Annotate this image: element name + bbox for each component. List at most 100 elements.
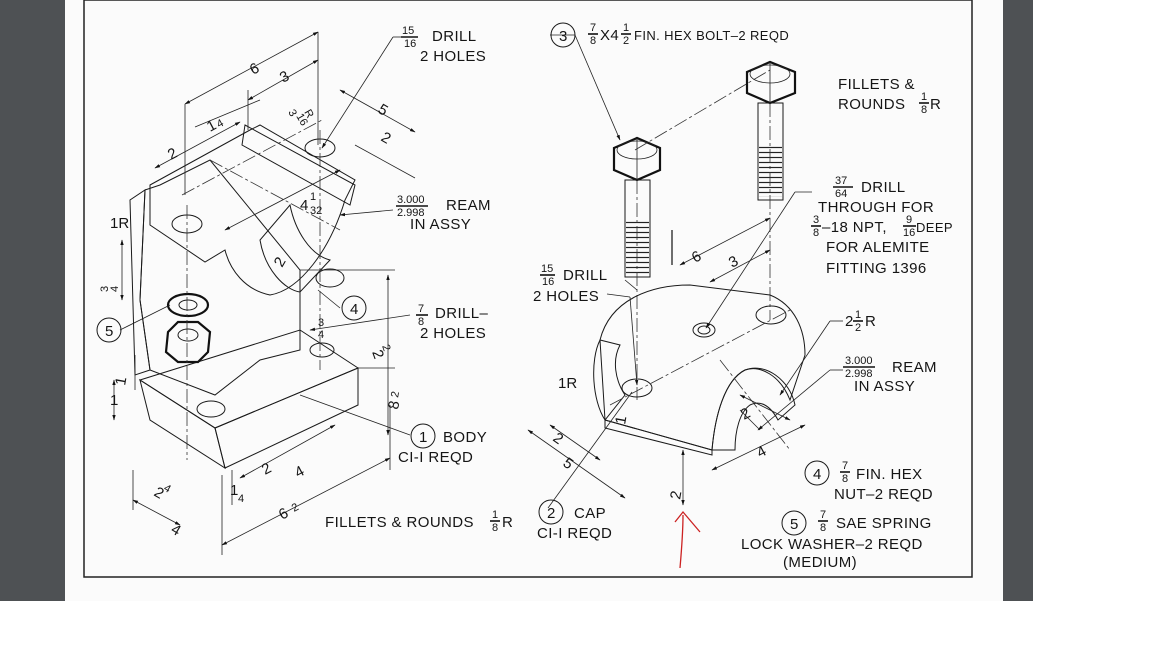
body-dim-8-half: 2 bbox=[389, 390, 402, 398]
alemite-l3b-num: 9 bbox=[906, 214, 912, 226]
body-drill-text: DRILL bbox=[432, 28, 477, 45]
cap-ream-lower: 2.998 bbox=[845, 368, 873, 380]
body-dim-34-den: 4 bbox=[318, 329, 324, 341]
body-drill2-num: 7 bbox=[418, 303, 424, 315]
cap-drill-den: 16 bbox=[542, 276, 554, 288]
cap-name: CAP bbox=[574, 505, 606, 522]
body-name: BODY bbox=[443, 429, 487, 446]
washer-text: SAE SPRING bbox=[836, 515, 932, 532]
body-dim-32-num: 1 bbox=[310, 191, 316, 203]
body-dim-62-half: 2 bbox=[290, 501, 301, 514]
balloon-body-nut bbox=[341, 295, 367, 321]
nut-den: 8 bbox=[842, 473, 848, 485]
balloon-nut bbox=[804, 460, 830, 486]
body-dim-w1: 1 bbox=[230, 482, 238, 499]
body-dim-quarter-den: 4 bbox=[215, 117, 226, 130]
body-drill2-den: 8 bbox=[418, 316, 424, 328]
cap-radius-whole: 2 bbox=[845, 313, 853, 330]
body-dim-2r: 2 bbox=[271, 254, 290, 270]
bolt-text: FIN. HEX BOLT–2 REQD bbox=[634, 28, 789, 43]
cap-drill-holes: 2 HOLES bbox=[533, 288, 599, 305]
body-dim-2: 2 bbox=[165, 145, 180, 164]
cap-dim-2: 2 bbox=[550, 429, 567, 448]
washer-num: 7 bbox=[820, 509, 826, 521]
body-dim-side-1: 1 bbox=[112, 376, 130, 387]
body-dim-4-low: 4 bbox=[292, 463, 307, 482]
fillets-top-suffix: R bbox=[930, 96, 941, 113]
body-dim-three-quarter-den: 4 bbox=[109, 286, 121, 292]
washer-line2: LOCK WASHER–2 REQD bbox=[741, 536, 923, 553]
bolt-den: 8 bbox=[590, 35, 596, 47]
bolt-left bbox=[612, 136, 662, 278]
body-ream-lower: 2.998 bbox=[397, 207, 425, 219]
body-dim-3: 3 bbox=[277, 68, 292, 87]
nut-text: FIN. HEX bbox=[856, 466, 923, 483]
alemite-line4: FOR ALEMITE bbox=[826, 239, 930, 256]
balloon-nut-num: 4 bbox=[813, 466, 822, 483]
balloon-body-washer bbox=[96, 317, 122, 343]
cap-dim-3: 3 bbox=[726, 253, 741, 272]
nut-line2: NUT–2 REQD bbox=[834, 486, 933, 503]
cap-dim-1: 1 bbox=[612, 415, 630, 426]
balloon-washer-num: 5 bbox=[790, 516, 799, 533]
fillets-top-num: 1 bbox=[921, 91, 927, 103]
cap-dim-2b: 2 bbox=[667, 490, 685, 501]
cap-radius-den: 2 bbox=[855, 322, 861, 334]
body-dim-side-1b: 1 bbox=[110, 392, 118, 409]
body-fillets-den: 8 bbox=[492, 522, 498, 534]
body-dim-r7: 2 bbox=[379, 343, 392, 353]
cap-radius-num: 1 bbox=[855, 309, 861, 321]
body-bore bbox=[259, 203, 331, 293]
body-fillets-text: FILLETS & ROUNDS bbox=[325, 514, 474, 531]
cap-drill-text: DRILL bbox=[563, 267, 608, 284]
body-drill-num: 15 bbox=[402, 25, 414, 37]
alemite-line2: THROUGH FOR bbox=[818, 199, 934, 216]
balloon-body bbox=[410, 423, 436, 449]
body-dim-2-low: 2 bbox=[259, 460, 274, 479]
alemite-num: 37 bbox=[835, 175, 847, 187]
fillets-top-line2: ROUNDS bbox=[838, 96, 905, 113]
body-dim-16-num: 3 bbox=[285, 108, 298, 119]
balloon-cap bbox=[538, 499, 564, 525]
cap-part-drawing bbox=[527, 34, 843, 509]
body-fillets-suffix: R bbox=[502, 514, 513, 531]
alemite-l3b-den: 16 bbox=[903, 227, 915, 239]
alemite-text: DRILL bbox=[861, 179, 906, 196]
body-dim-three-quarter: 3 bbox=[99, 286, 111, 292]
nut-num: 7 bbox=[842, 460, 848, 472]
body-saddle-top bbox=[241, 124, 356, 206]
body-base-hole-2 bbox=[309, 342, 335, 358]
cap-dim-5: 5 bbox=[560, 454, 577, 473]
cap-spec: CI-I REQD bbox=[537, 525, 612, 542]
alemite-l3-den: 8 bbox=[813, 227, 819, 239]
balloon-body-washer-num: 5 bbox=[105, 323, 114, 340]
body-dim-8: 8 bbox=[385, 400, 403, 411]
balloon-bolt-num: 3 bbox=[559, 28, 568, 45]
washer-den: 8 bbox=[820, 522, 826, 534]
cap-dim-1r: 1R bbox=[558, 375, 577, 392]
body-ream-upper: 3.000 bbox=[397, 194, 425, 206]
body-ream-text: REAM bbox=[446, 197, 491, 214]
cap-ream-text: REAM bbox=[892, 359, 937, 376]
balloon-body-num: 1 bbox=[419, 429, 428, 446]
cap-dim-2c: 2 bbox=[738, 405, 753, 424]
body-ream-assy: IN ASSY bbox=[410, 216, 471, 233]
balloon-cap-num: 2 bbox=[547, 505, 556, 522]
bolt-num2: 1 bbox=[623, 22, 629, 34]
body-dim-w4: 4 bbox=[168, 521, 184, 540]
alemite-l3-num: 3 bbox=[813, 214, 819, 226]
body-part-drawing bbox=[112, 31, 416, 555]
body-drill2-text: DRILL– bbox=[435, 305, 489, 322]
fillets-top-line1: FILLETS & bbox=[838, 76, 915, 93]
alemite-line3b: DEEP bbox=[916, 220, 953, 235]
body-dim-34-num: 3 bbox=[318, 317, 324, 329]
cap-dim-6: 6 bbox=[689, 248, 704, 267]
cap-radius-suffix: R bbox=[865, 313, 876, 330]
body-dim-6: 6 bbox=[247, 60, 262, 79]
body-dim-w2-q: 4 bbox=[162, 482, 173, 495]
body-dim-w1-q: 4 bbox=[238, 493, 244, 505]
body-dim-1r: 1R bbox=[110, 215, 129, 232]
cap-ream-upper: 3.000 bbox=[845, 355, 873, 367]
body-upright-side bbox=[129, 189, 151, 376]
alemite-den: 64 bbox=[835, 188, 847, 200]
